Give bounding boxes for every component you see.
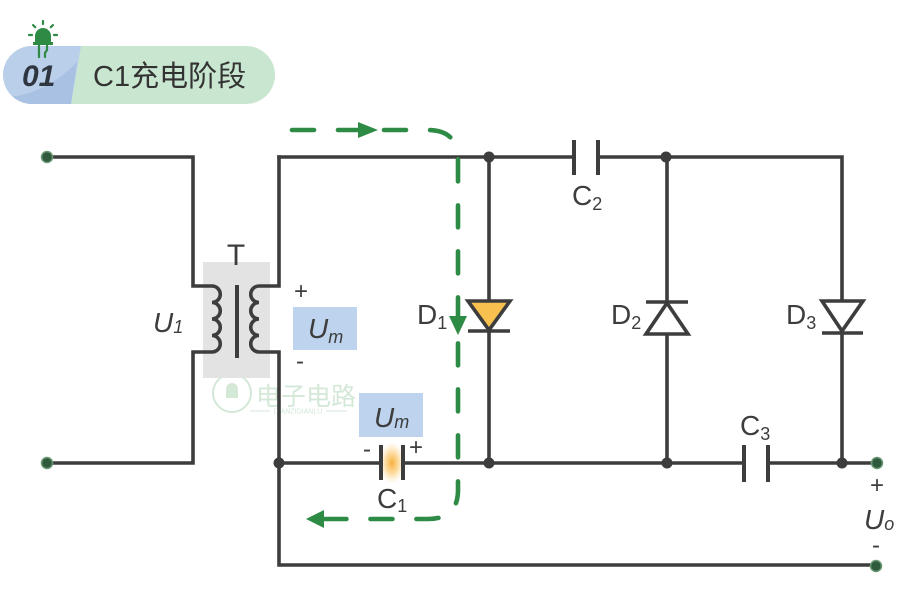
secondary-voltage-label-box (293, 307, 357, 350)
label-subscript: 3 (760, 424, 770, 444)
watermark-text-value: 电子电路 (256, 383, 356, 411)
terminals (40, 150, 884, 573)
output-plus-sign: + (870, 472, 884, 499)
label-symbol: U (374, 402, 395, 433)
capacitor-c1-label: C1 (377, 483, 407, 516)
input-terminal-top (40, 150, 54, 164)
led-icon (27, 19, 59, 59)
badge-number-text: 01 (22, 60, 55, 93)
label-subscript: o (884, 514, 894, 534)
secondary-plus-sign: + (294, 278, 308, 305)
transformer: T (203, 239, 270, 378)
c1-voltage-label: Um (374, 402, 409, 433)
junction-node (661, 457, 673, 469)
label-symbol: C (740, 410, 760, 441)
charging-current-path (289, 122, 467, 528)
sign-value: + (870, 472, 884, 499)
badge-number: 01 (22, 60, 55, 93)
sign-value: + (409, 434, 423, 461)
label-symbol: C (572, 180, 592, 211)
label-subscript: 1 (173, 317, 183, 337)
junction-node (836, 457, 848, 469)
junction-node (483, 151, 495, 163)
diode-d1-label: D1 (417, 299, 447, 333)
junction-node (660, 151, 672, 163)
junction-nodes (273, 151, 848, 469)
output-voltage-label: Uo (864, 504, 894, 535)
input-terminal-bottom (40, 456, 54, 470)
secondary-winding-wire (249, 155, 878, 567)
secondary-voltage: + Um - (293, 278, 357, 375)
capacitor-c2-label: C2 (572, 180, 602, 214)
label-subscript: 3 (806, 313, 816, 333)
label-symbol: U (864, 504, 885, 535)
primary-winding-wire (45, 155, 222, 465)
label-symbol: C (377, 483, 397, 514)
sign-value: + (294, 278, 308, 305)
output-minus-sign: - (872, 532, 880, 559)
section-badge: 01 C1充电阶段 (3, 46, 275, 104)
label-subscript: 2 (592, 194, 602, 214)
sign-value: - (296, 348, 304, 375)
arrow-down-icon (449, 316, 467, 335)
charge-glow (379, 442, 405, 484)
diode-d3-label: D3 (786, 299, 816, 333)
label-subscript: 1 (437, 313, 447, 333)
label-subscript: m (328, 327, 343, 347)
transformer-label: T (227, 239, 245, 272)
label-subscript: 2 (631, 313, 641, 333)
sign-value: - (872, 532, 880, 559)
capacitor-c2: C2 (572, 140, 602, 214)
watermark-subtext-value: DIANZIDIANLU (274, 409, 323, 416)
sign-value: - (363, 436, 371, 463)
arrow-left-icon (306, 510, 324, 528)
top-rail-wire-right (596, 155, 844, 303)
junction-node (273, 457, 285, 469)
label-subscript: m (394, 412, 409, 432)
label-symbol: D (611, 299, 631, 330)
diode-d1: D1 (417, 299, 514, 334)
output-terminal-negative (869, 559, 883, 573)
watermark-text: 电子电路 (256, 383, 356, 411)
watermark-subtext: DIANZIDIANLU (274, 409, 323, 416)
transformer-label-value: T (227, 239, 245, 272)
diode-d2-label: D2 (611, 299, 641, 333)
output-voltage: + Uo - (864, 472, 894, 559)
current-path-line (289, 127, 461, 522)
secondary-voltage-label: Um (308, 313, 343, 347)
label-subscript: 1 (397, 496, 407, 516)
badge-number-shade (3, 62, 77, 104)
c1-minus-sign: - (363, 436, 371, 463)
label-symbol: U (308, 313, 329, 344)
diode-d2: D2 (611, 299, 692, 336)
section-title-text: C1充电阶段 (93, 60, 246, 93)
c1-plus-sign: + (409, 434, 423, 461)
label-symbol: U (153, 307, 174, 338)
input-voltage-label: U1 (153, 307, 183, 338)
watermark: 电子电路 DIANZIDIANLU (212, 373, 356, 416)
capacitor-c1: - + C1 Um (359, 393, 423, 516)
arrow-right-icon (358, 122, 378, 138)
secondary-minus-sign: - (296, 348, 304, 375)
c1-voltage-label-box (359, 393, 423, 437)
diode-d3: D3 (786, 299, 867, 335)
capacitor-c3: C3 (740, 410, 770, 482)
output-terminal-positive (870, 456, 884, 470)
label-symbol: D (417, 299, 437, 330)
diode-d1-triangle (464, 299, 514, 334)
section-title: C1充电阶段 (93, 60, 246, 93)
label-symbol: D (786, 299, 806, 330)
diode-d2-triangle (642, 299, 692, 336)
capacitor-c3-label: C3 (740, 410, 770, 444)
diode-d3-triangle (818, 299, 867, 335)
watermark-led-icon (226, 383, 238, 398)
junction-node (483, 457, 495, 469)
